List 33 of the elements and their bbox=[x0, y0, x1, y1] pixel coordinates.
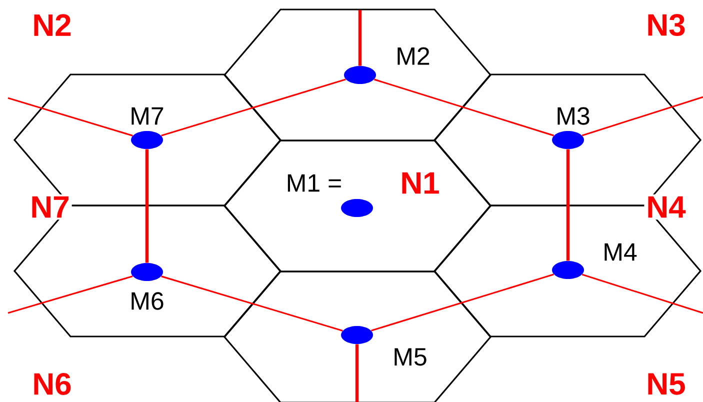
node-label: N2 bbox=[30, 12, 74, 38]
dot bbox=[131, 131, 163, 149]
point-label: M1 = bbox=[288, 174, 341, 192]
line bbox=[371, 274, 554, 332]
point-label: M5 bbox=[394, 348, 426, 366]
line bbox=[582, 96, 703, 136]
line bbox=[374, 78, 554, 136]
line bbox=[161, 78, 346, 136]
line bbox=[355, 344, 359, 402]
point-label: M3 bbox=[558, 107, 590, 125]
line bbox=[8, 275, 133, 314]
line bbox=[582, 274, 703, 314]
line bbox=[8, 97, 133, 136]
line bbox=[358, 10, 362, 66]
dot bbox=[552, 261, 584, 279]
line bbox=[566, 149, 570, 261]
point-label: M7 bbox=[132, 107, 164, 125]
dot bbox=[552, 131, 584, 149]
dot bbox=[341, 326, 373, 344]
line bbox=[145, 149, 149, 263]
dot bbox=[131, 263, 163, 281]
dot bbox=[344, 66, 376, 84]
node-label: N4 bbox=[644, 194, 688, 220]
point-label: M4 bbox=[604, 243, 637, 261]
node-label: N5 bbox=[644, 371, 688, 397]
node-label: N3 bbox=[644, 12, 688, 38]
line bbox=[161, 276, 343, 332]
node-label: N1 bbox=[402, 172, 439, 194]
point-label: M6 bbox=[132, 292, 164, 310]
node-label: N6 bbox=[30, 371, 74, 397]
dot bbox=[341, 199, 373, 217]
node-label: N7 bbox=[28, 194, 72, 220]
point-label: M2 bbox=[398, 47, 430, 65]
